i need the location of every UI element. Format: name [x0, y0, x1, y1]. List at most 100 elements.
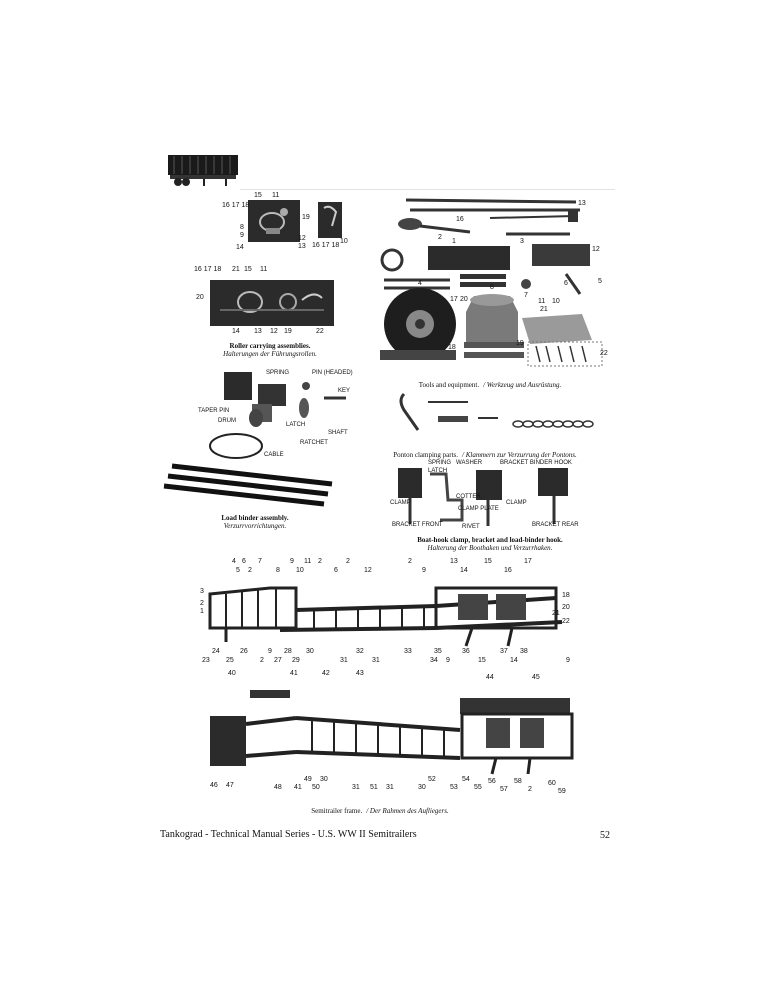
frame-num: 35: [434, 648, 442, 655]
roller-num: 15: [244, 266, 252, 273]
label-bracket-rear: BRACKET REAR: [532, 522, 579, 528]
frame-num: 29: [292, 657, 300, 664]
label-spring: SPRING: [266, 370, 290, 376]
frame-num: 2: [408, 558, 412, 565]
frame-num: 30: [418, 784, 426, 791]
label-bracket-front: BRACKET FRONT: [392, 522, 443, 528]
frame-num: 26: [240, 648, 248, 655]
frame-num: 6: [334, 567, 338, 574]
semitrailer-thumbnail: [166, 153, 241, 189]
label-shaft: SHAFT: [328, 430, 348, 436]
frame-num: 12: [364, 567, 372, 574]
frame-num: 2: [346, 558, 350, 565]
roller-num: 12: [298, 235, 306, 242]
roller-photo-3: [210, 280, 334, 326]
tools-caption-en: Tools and equipment.: [418, 381, 480, 389]
frame-num: 54: [462, 776, 470, 783]
tools-num: 16: [456, 216, 464, 223]
frame-num: 51: [370, 784, 378, 791]
tools-caption-de: Werkzeug und Ausrüstung.: [486, 381, 562, 389]
frame-num: 2: [248, 567, 252, 574]
roller-num: 16 17 18: [194, 266, 222, 273]
frame-num: 40: [228, 670, 236, 677]
page-number: 52: [600, 830, 610, 841]
frame-num: 15: [484, 558, 492, 565]
roller-num: 9: [240, 232, 244, 239]
boathook-caption: Boat-hook clamp, bracket and load-binder…: [390, 536, 590, 552]
label-clamp-left: CLAMP: [390, 500, 411, 506]
roller-bottom-figure: 16 17 18 21 15 11 20 14 13 12 19 22: [194, 266, 344, 338]
frame-bottom-figure: 40 41 42 43 44 45 46 47 48 41 49 50 30 3…: [200, 670, 580, 802]
label-cotter: COTTER: [456, 494, 481, 500]
frame-num: 11: [304, 558, 312, 565]
roller-photo-1: [248, 200, 300, 242]
roller-num: 20: [196, 294, 204, 301]
label-ratchet: RATCHET: [300, 440, 328, 446]
label-latch-2: LATCH: [428, 468, 448, 474]
frame-num: 30: [320, 776, 328, 783]
frame-num: 21: [552, 610, 560, 617]
frame-num: 37: [500, 648, 508, 655]
label-bracket-binder-hook: BRACKET BINDER HOOK: [500, 460, 572, 466]
frame-num: 5: [236, 567, 240, 574]
tools-num: 20: [460, 296, 468, 303]
frame-num: 32: [356, 648, 364, 655]
frame-num: 31: [372, 657, 380, 664]
frame-num: 9: [446, 657, 450, 664]
frame-num: 15: [478, 657, 486, 664]
frame-num: 43: [356, 670, 364, 677]
boathook-figure: SPRING WASHER BRACKET BINDER HOOK LATCH …: [386, 460, 596, 534]
tools-num: 3: [520, 238, 524, 245]
label-washer: WASHER: [456, 460, 483, 466]
frame-num: 2: [200, 600, 204, 607]
frame-num: 55: [474, 784, 482, 791]
frame-num: 52: [428, 776, 436, 783]
roller-top-left-figure: 16 17 18 15 11 8 9 14 19 12 13: [222, 192, 322, 252]
frame-num: 8: [276, 567, 280, 574]
frame-num: 38: [520, 648, 528, 655]
frame-num: 44: [486, 674, 494, 681]
frame-num: 31: [340, 657, 348, 664]
frame-num: 58: [514, 778, 522, 785]
tools-num: 12: [592, 246, 600, 253]
roller-caption-en: Roller carrying assemblies.: [229, 342, 311, 350]
frame-num: 9: [290, 558, 294, 565]
frame-num: 33: [404, 648, 412, 655]
frame-num: 36: [462, 648, 470, 655]
frame-num: 2: [318, 558, 322, 565]
load-binder-straps: [160, 460, 340, 510]
frame-num: 56: [488, 778, 496, 785]
frame-num: 2: [528, 786, 532, 793]
frame-top-figure: 4 6 7 5 2 9 11 2 8 10 6 2 12 2 9 13 15 1…: [196, 558, 580, 668]
roller-num: 16 17 18: [222, 202, 250, 209]
frame-num: 1: [200, 608, 204, 615]
label-rivet: RIVET: [462, 524, 480, 530]
frame-num: 14: [460, 567, 468, 574]
roller-num: 12: [270, 328, 278, 335]
frame-num: 9: [566, 657, 570, 664]
roller-num: 11: [260, 266, 268, 273]
tools-num: 4: [418, 280, 422, 287]
tools-num: 22: [600, 350, 608, 357]
frame-num: 2: [260, 657, 264, 664]
frame-num: 46: [210, 782, 218, 789]
tools-num: 17: [450, 296, 458, 303]
roller-num: 21: [232, 266, 240, 273]
frame-num: 14: [510, 657, 518, 664]
roller-num: 22: [316, 328, 324, 335]
frame-num: 18: [562, 592, 570, 599]
loadbinder-caption-en: Load binder assembly.: [221, 514, 289, 522]
label-cable: CABLE: [264, 452, 284, 458]
frame-num: 17: [524, 558, 532, 565]
roller-num: 14: [236, 244, 244, 251]
frame-num: 4: [232, 558, 236, 565]
tools-num: 7: [524, 292, 528, 299]
frame-num: 28: [284, 648, 292, 655]
loadbinder-caption: Load binder assembly. Verzurrvorrichtung…: [190, 514, 320, 530]
frame-num: 48: [274, 784, 282, 791]
frame-num: 27: [274, 657, 282, 664]
roller-top-right-figure: 16 17 18 10: [310, 198, 354, 250]
boathook-caption-de: Halterung der Boothaken und Verzurrhaken…: [427, 544, 553, 552]
tools-num: 8: [490, 284, 494, 291]
roller-num: 13: [254, 328, 262, 335]
